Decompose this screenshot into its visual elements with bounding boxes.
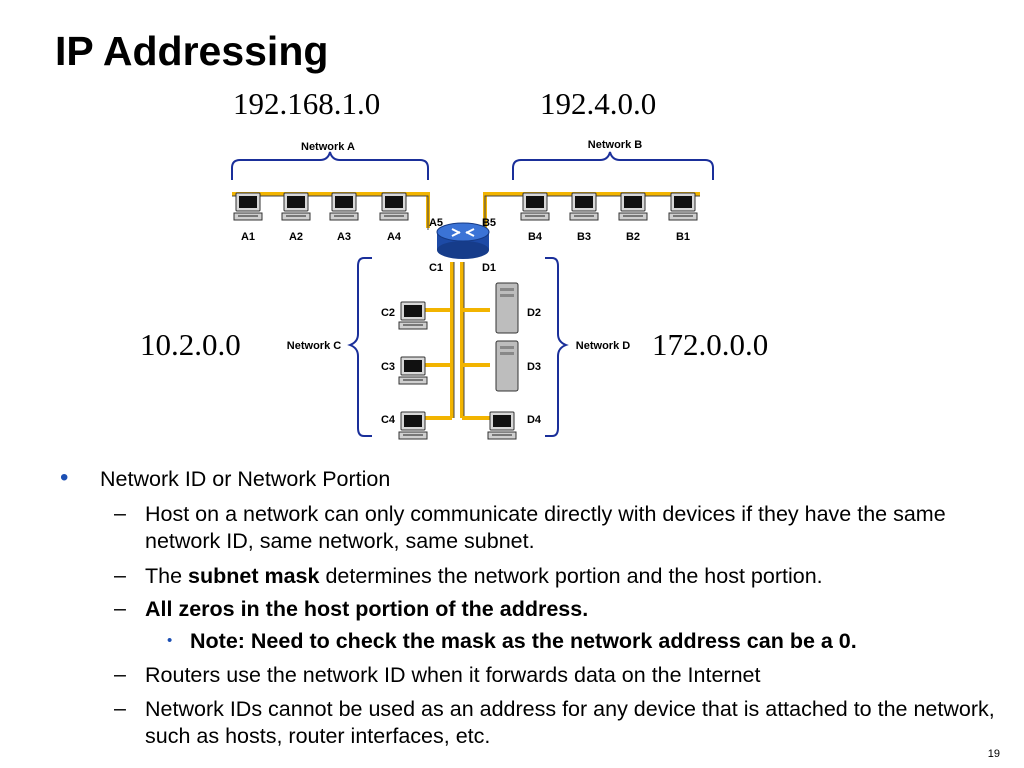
- bullet-sub-2: The subnet mask determines the network p…: [145, 563, 995, 590]
- host-label-a4: A4: [387, 231, 402, 243]
- host-label-b1: B1: [676, 231, 690, 243]
- host-label-a3: A3: [337, 231, 351, 243]
- host-label-b4: B4: [528, 231, 543, 243]
- computer-icon: [281, 192, 311, 221]
- bullet-sub-4: Routers use the network ID when it forwa…: [145, 663, 761, 687]
- computer-icon: [233, 192, 263, 221]
- host-label-d4: D4: [527, 414, 542, 426]
- computer-icon: [668, 192, 698, 221]
- network-a-address: 192.168.1.0: [233, 86, 381, 121]
- bullet-marker: •: [60, 464, 69, 491]
- bullet-sub-3-note: Note: Need to check the mask as the netw…: [190, 629, 857, 653]
- dash-marker: –: [114, 662, 126, 686]
- router-port-a5: A5: [429, 217, 443, 229]
- bullet-main: Network ID or Network Portion: [100, 467, 391, 491]
- bullet-sub-2-pre: The: [145, 564, 189, 588]
- dash-marker: –: [114, 563, 126, 587]
- bullet-sub-3: All zeros in the host portion of the add…: [145, 597, 589, 621]
- bullet-sub-2-bold: subnet mask: [188, 564, 320, 588]
- network-d-bracket: [545, 257, 569, 437]
- computer-icon: [398, 301, 428, 330]
- server-icon: [495, 340, 519, 392]
- dash-marker: –: [114, 596, 126, 620]
- host-label-c3: C3: [381, 361, 395, 373]
- network-c-bracket: [347, 257, 372, 437]
- bullet-marker: •: [167, 632, 173, 649]
- bullet-sub-5: Network IDs cannot be used as an address…: [145, 697, 995, 748]
- computer-icon: [618, 192, 648, 221]
- bullet-sub-2-post: determines the network portion and the h…: [319, 564, 823, 588]
- host-label-d2: D2: [527, 307, 541, 319]
- router-port-c1: C1: [429, 262, 443, 274]
- host-label-b2: B2: [626, 231, 640, 243]
- page-number: 19: [987, 748, 1000, 760]
- host-label-a2: A2: [289, 231, 303, 243]
- computer-icon: [379, 192, 409, 221]
- bullet-sub-1: Host on a network can only communicate d…: [145, 502, 946, 553]
- router-port-b5: B5: [482, 217, 496, 229]
- computer-icon: [329, 192, 359, 221]
- router-icon: [436, 222, 490, 259]
- host-label-c4: C4: [381, 414, 396, 426]
- network-d-label: Network D: [576, 340, 630, 352]
- network-d-address: 172.0.0.0: [652, 327, 769, 362]
- network-b-address: 192.4.0.0: [540, 86, 657, 121]
- computer-icon: [569, 192, 599, 221]
- network-c-address: 10.2.0.0: [140, 327, 241, 362]
- dash-marker: –: [114, 696, 126, 720]
- network-cables: [232, 192, 700, 420]
- host-label-a1: A1: [241, 231, 255, 243]
- network-a-bracket: [231, 151, 429, 180]
- network-c-label: Network C: [287, 340, 341, 352]
- computer-icon: [398, 356, 428, 385]
- dash-marker: –: [114, 501, 126, 525]
- computer-icon: [487, 411, 517, 440]
- host-label-d3: D3: [527, 361, 541, 373]
- slide-title: IP Addressing: [55, 28, 329, 74]
- host-label-c2: C2: [381, 307, 395, 319]
- computer-icon: [520, 192, 550, 221]
- network-b-bracket: [512, 151, 714, 180]
- host-label-b3: B3: [577, 231, 591, 243]
- network-diagram: Network A Network B Network C Network D …: [231, 139, 714, 440]
- server-icon: [495, 282, 519, 334]
- network-a-label: Network A: [301, 141, 355, 153]
- router-port-d1: D1: [482, 262, 496, 274]
- computer-icon: [398, 411, 428, 440]
- network-b-label: Network B: [588, 139, 642, 151]
